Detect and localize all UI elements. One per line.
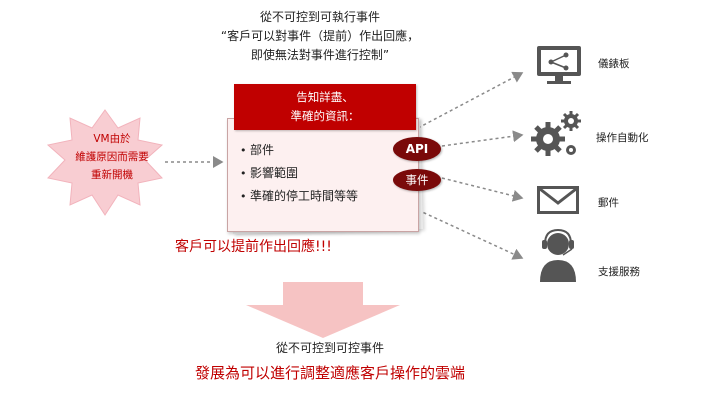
label-support: 支援服務	[598, 266, 640, 278]
info-banner: 告知詳盡、 準確的資訊：	[234, 84, 416, 130]
card-item-downtime: 準確的停工時間等等	[240, 185, 358, 208]
vm-notice-star	[46, 109, 164, 216]
bottom-caption: 從不可控到可控事件	[275, 341, 384, 355]
vm-notice-line-3: 重新開機	[91, 169, 133, 181]
banner-line-1: 告知詳盡、	[296, 90, 354, 104]
card-item-parts: 部件	[240, 139, 358, 162]
gears-icon	[531, 111, 581, 156]
customer-respond-statement: 客戶可以提前作出回應!!!	[175, 239, 332, 255]
event-badge: 事件	[393, 169, 441, 191]
arrow-to-support	[417, 209, 524, 260]
vm-notice-line-1: VM由於	[93, 133, 131, 145]
arrow-to-automation	[441, 130, 524, 147]
info-card: 部件 影響範圍 準確的停工時間等等	[227, 118, 419, 232]
label-mail: 郵件	[598, 197, 619, 209]
label-automation: 操作自動化	[596, 132, 649, 144]
top-caption: 從不可控到可執行事件 “客戶可以對事件（提前）作出回應， 即使無法對事件進行控制…	[190, 8, 450, 65]
envelope-icon	[537, 186, 579, 214]
bottom-statement: 發展為可以進行調整適應客戶操作的雲端	[194, 364, 465, 382]
top-caption-line-1: 從不可控到可執行事件	[259, 10, 380, 24]
banner-line-2: 準確的資訊：	[290, 109, 360, 123]
arrow-to-mail	[441, 177, 524, 202]
dashboard-monitor-icon	[537, 46, 581, 84]
top-caption-line-3: 即使無法對事件進行控制”	[250, 48, 390, 62]
support-agent-icon	[540, 228, 576, 282]
arrow-to-dashboard	[417, 71, 524, 129]
card-item-scope: 影響範圍	[240, 162, 358, 185]
top-caption-line-2: “客戶可以對事件（提前）作出回應，	[220, 29, 420, 43]
api-badge: API	[393, 137, 441, 161]
down-arrow	[246, 282, 400, 338]
label-dashboard: 儀錶板	[598, 58, 630, 70]
vm-notice-line-2: 維護原因而需要	[75, 151, 149, 163]
vm-notice-text: VM由於 維護原因而需要 重新開機	[52, 130, 172, 184]
